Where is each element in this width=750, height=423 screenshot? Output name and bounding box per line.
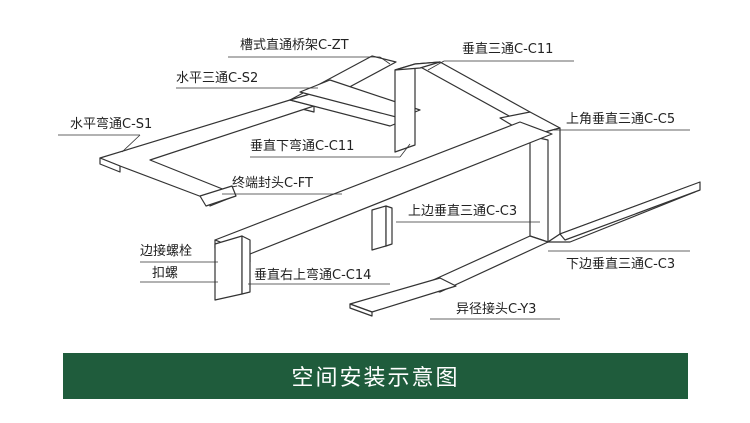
label-end-cap-ft: 终端封头C-FT [232, 176, 313, 191]
label-straight-tray-zt: 槽式直通桥架C-ZT [240, 38, 349, 53]
bolt-connector-block [214, 235, 251, 301]
banner-title: 空间安装示意图 [291, 366, 460, 391]
reducer-y3 [349, 277, 457, 317]
label-upper-vertical-tee-c3: 上边垂直三通C-C3 [408, 204, 518, 219]
leader-c11-down-tip [399, 143, 411, 158]
label-bolt: 边接螺栓 [140, 244, 193, 259]
label-reducer-y3: 异径接头C-Y3 [456, 302, 537, 317]
label-vertical-down-elbow-c11: 垂直下弯通C-C11 [250, 139, 355, 154]
title-banner: 空间安装示意图 [63, 353, 688, 399]
label-nut: 扣螺 [152, 266, 179, 281]
leader-c11-top-tip [427, 60, 445, 71]
label-horizontal-elbow-s1: 水平弯通C-S1 [70, 117, 153, 132]
label-horizontal-tee-s2: 水平三通C-S2 [176, 71, 259, 86]
label-lower-vertical-tee-c3: 下边垂直三通C-C3 [566, 257, 676, 272]
leader-zt-tip [379, 56, 391, 65]
vertical-tee-c11 [394, 61, 531, 153]
end-cap-ft [199, 185, 237, 207]
label-vertical-tee-c11: 垂直三通C-C11 [462, 42, 554, 57]
upper-vertical-tee-c3 [371, 205, 393, 251]
lower-vertical-tee-c3 [419, 181, 701, 293]
label-vertical-right-up-elbow-c14: 垂直右上弯通C-C14 [254, 268, 372, 283]
leader-s1-tip [121, 134, 141, 153]
corner-vertical-tee-c5 [499, 111, 561, 243]
label-corner-vertical-tee-c5: 上角垂直三通C-C5 [566, 112, 676, 127]
